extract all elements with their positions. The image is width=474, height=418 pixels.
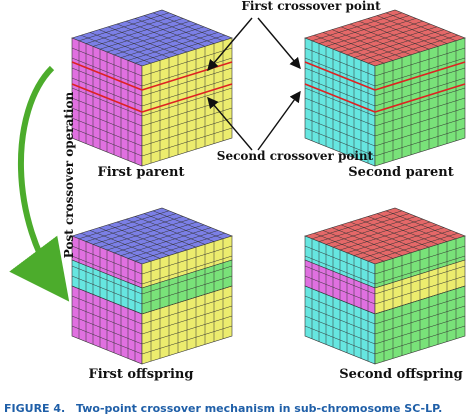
first-offspring-label: First offspring xyxy=(89,367,194,382)
pointer-second-left xyxy=(207,96,253,151)
post-crossover-arrow xyxy=(9,65,70,302)
pointer-first-right xyxy=(257,17,301,70)
first-crossover-point-label: First crossover point xyxy=(241,0,381,13)
caption-text: Two-point crossover mechanism in sub-chr… xyxy=(76,402,442,415)
first-offspring-cube xyxy=(71,207,233,365)
pointer-second-right xyxy=(257,90,301,151)
figure-caption: FIGURE 4. Two-point crossover mechanism … xyxy=(4,402,442,415)
first-parent-cube-crossover-line-left-1 xyxy=(71,83,143,113)
figure-number: FIGURE 4. xyxy=(4,402,65,415)
first-parent-label: First parent xyxy=(98,165,185,180)
second-crossover-point-label: Second crossover point xyxy=(217,149,374,163)
second-parent-cube xyxy=(304,9,466,167)
second-parent-cube-crossover-line-right-0 xyxy=(374,61,466,91)
second-offspring-cube xyxy=(304,207,466,365)
first-parent-cube-crossover-line-right-1 xyxy=(141,83,233,113)
crossover-pointers xyxy=(207,17,301,151)
pointer-first-left xyxy=(207,17,253,72)
post-crossover-operation-label: Post crossover operation xyxy=(62,92,76,259)
second-parent-cube-crossover-line-left-1 xyxy=(304,83,376,113)
second-parent-label: Second parent xyxy=(348,165,453,180)
first-parent-cube xyxy=(71,9,233,167)
second-parent-cube-crossover-line-left-0 xyxy=(304,61,376,91)
second-parent-cube-crossover-line-right-1 xyxy=(374,83,466,113)
first-parent-cube-crossover-line-left-0 xyxy=(71,61,143,91)
second-offspring-label: Second offspring xyxy=(339,367,462,382)
